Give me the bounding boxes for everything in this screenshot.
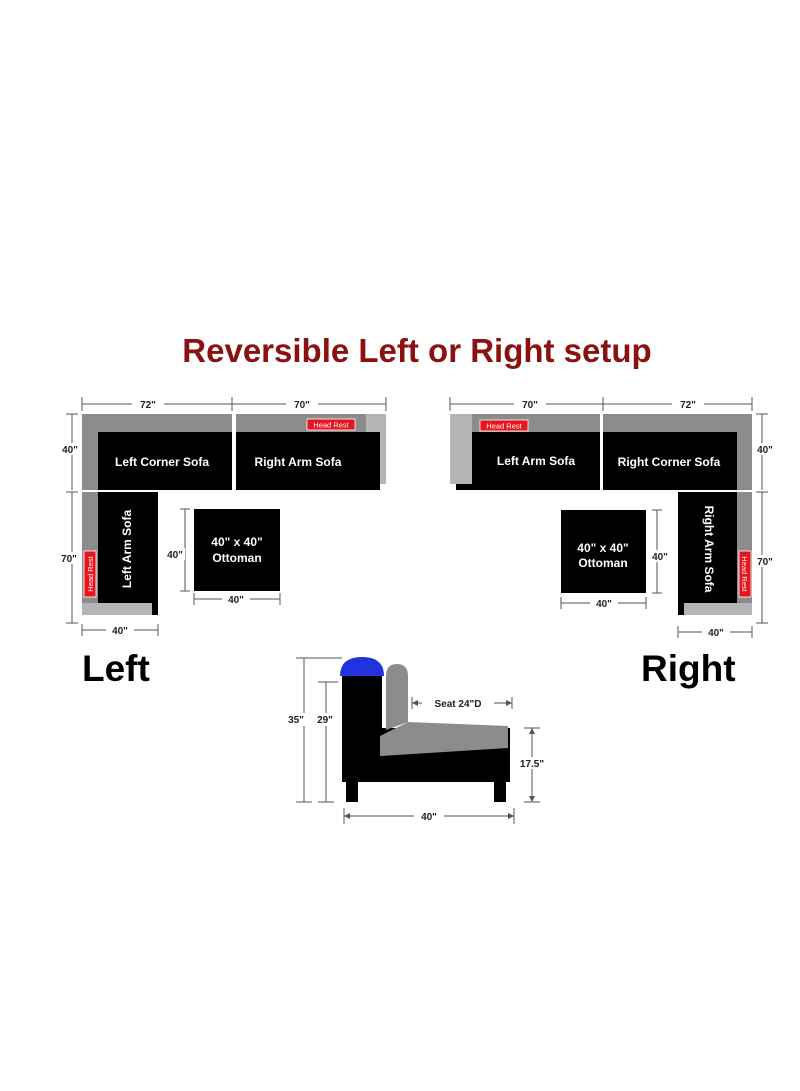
left-dim-40-bottom: 40" (112, 626, 128, 637)
right-side-dimension: 40" 70" (752, 413, 778, 624)
side-dim-17-5: 17.5" (520, 759, 544, 770)
left-ottoman: 40" x 40" Ottoman 40" 40" (165, 508, 281, 606)
left-corner-sofa: Left Corner Sofa (82, 414, 232, 490)
sofa-side-view: 35" 29" Seat 24"D 17.5" 40" (283, 657, 550, 824)
right-ottoman: 40" x 40" Ottoman 40" 40" (560, 509, 672, 610)
right-corner-sofa: Right Corner Sofa (603, 414, 752, 490)
right-dim-70: 70" (522, 400, 538, 411)
right-ottoman-dim-h: 40" (652, 552, 668, 563)
left-dim-70: 70" (294, 400, 310, 411)
left-caption: Left (82, 648, 150, 689)
right-top-dimension: 70" 72" (449, 397, 753, 411)
right-setup: 70" 72" 40" 70" Head Rest Left Arm Sofa (449, 397, 778, 689)
right-head-rest-top: Head Rest (486, 422, 522, 431)
right-head-rest-side: Head Rest (740, 556, 749, 592)
side-view-leg-front (346, 782, 358, 802)
left-ottoman-dim-w: 40" (228, 595, 244, 606)
right-ottoman-dim-w: 40" (596, 599, 612, 610)
right-ottoman-label: Ottoman (578, 556, 627, 570)
left-dim-70-side: 70" (61, 554, 77, 565)
side-view-seat-cushion (380, 722, 508, 756)
side-view-head-rest (340, 657, 384, 676)
left-ottoman-label: Ottoman (212, 551, 261, 565)
left-dim-40-side: 40" (62, 445, 78, 456)
left-top-dimension: 72" 70" (81, 397, 387, 411)
right-left-arm-sofa-label: Left Arm Sofa (497, 454, 576, 468)
right-dim-72: 72" (680, 400, 696, 411)
right-dim-40-side: 40" (757, 445, 773, 456)
right-ottoman-size: 40" x 40" (577, 541, 628, 555)
side-dim-40: 40" (421, 812, 437, 823)
left-setup: 72" 70" 40" 70" Left Corner Sofa (56, 397, 387, 689)
side-view-back-cushion (386, 664, 408, 730)
left-right-arm-sofa: Head Rest Right Arm Sofa (236, 414, 386, 490)
right-right-arm-sofa: Head Rest Right Arm Sofa (678, 492, 752, 615)
side-dim-seat: Seat 24"D (435, 699, 482, 710)
right-left-arm-sofa: Head Rest Left Arm Sofa (450, 414, 600, 490)
right-dim-70-side: 70" (757, 557, 773, 568)
left-left-arm-sofa: Head Rest Left Arm Sofa (82, 492, 158, 615)
right-corner-sofa-label: Right Corner Sofa (618, 455, 721, 469)
side-dim-35: 35" (288, 715, 304, 726)
left-ottoman-size: 40" x 40" (211, 535, 262, 549)
left-side-dimension: 40" 70" (56, 413, 86, 624)
left-head-rest-top: Head Rest (313, 421, 349, 430)
right-right-arm-sofa-label: Right Arm Sofa (702, 506, 716, 593)
left-ottoman-dim-h: 40" (167, 550, 183, 561)
left-corner-sofa-label: Left Corner Sofa (115, 455, 209, 469)
right-caption: Right (641, 648, 736, 689)
left-right-arm-sofa-label: Right Arm Sofa (255, 455, 342, 469)
left-dim-72: 72" (140, 400, 156, 411)
page-title: Reversible Left or Right setup (182, 332, 651, 369)
side-view-leg-back (494, 782, 506, 802)
right-bottom-dimension: 40" (677, 626, 753, 639)
left-head-rest-side: Head Rest (86, 555, 95, 591)
right-dim-40-bottom: 40" (708, 628, 724, 639)
side-dim-29: 29" (317, 715, 333, 726)
left-left-arm-sofa-label: Left Arm Sofa (120, 510, 134, 589)
left-bottom-dimension: 40" (81, 624, 159, 637)
